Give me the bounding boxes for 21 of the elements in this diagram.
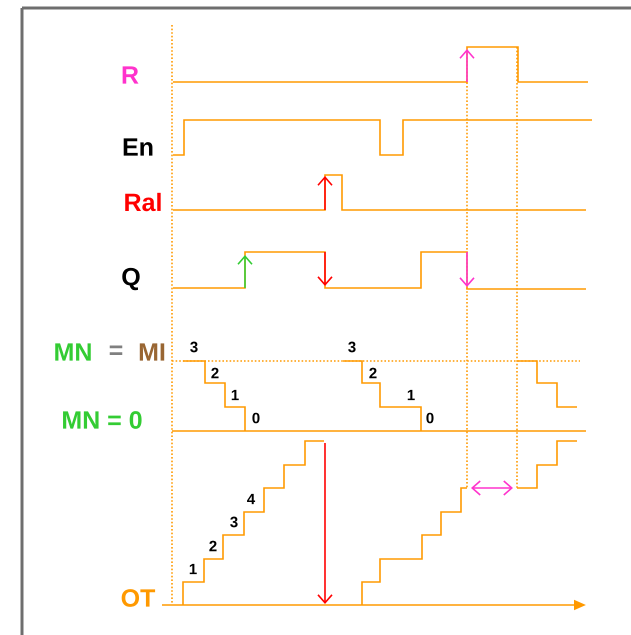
- step-number: 2: [211, 368, 219, 378]
- signal-label: En: [124, 138, 152, 156]
- step-number: 0: [426, 412, 434, 424]
- signal-label: Q: [122, 268, 140, 290]
- signal-label: Ral: [125, 192, 161, 212]
- signal-label: R: [122, 66, 138, 84]
- step-number: 1: [190, 564, 197, 574]
- step-number: 1: [408, 390, 415, 400]
- signal-label: MN = 0: [63, 411, 142, 429]
- step-number: 3: [230, 516, 238, 528]
- step-number: 3: [190, 342, 198, 352]
- step-number: 0: [252, 412, 260, 424]
- signal-label: =: [110, 346, 122, 355]
- step-number: 2: [369, 368, 377, 378]
- signal-label: OT: [122, 589, 156, 607]
- step-number: 1: [232, 390, 239, 400]
- signal-label: MN: [55, 343, 91, 361]
- step-number: 3: [348, 342, 356, 352]
- step-number: 2: [209, 540, 217, 552]
- step-number: 4: [247, 494, 256, 504]
- signal-label: MI: [140, 343, 164, 361]
